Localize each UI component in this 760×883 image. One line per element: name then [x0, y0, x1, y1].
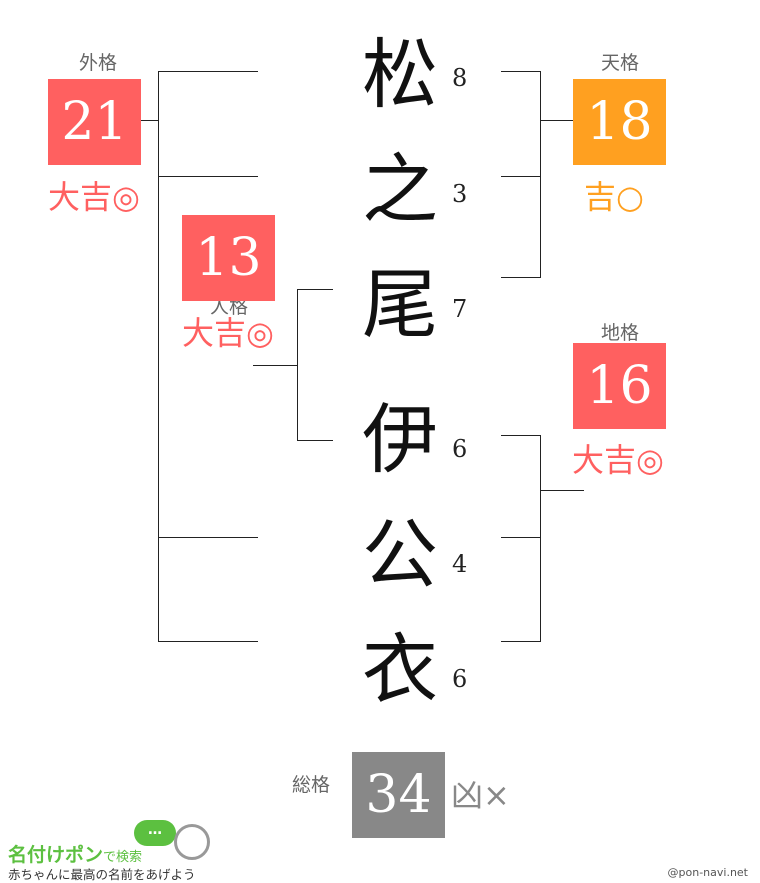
- name-char: 尾: [362, 260, 438, 349]
- jinkaku-label: 人格: [209, 296, 248, 318]
- logo-title: 名付けポンで検索: [8, 840, 142, 867]
- soukaku-fortune: 凶×: [451, 776, 510, 814]
- name-char: 公: [362, 510, 438, 599]
- logo-title-text: 名付けポン: [8, 844, 104, 866]
- gaikaku-fortune: 大吉◎: [48, 178, 140, 216]
- stroke-count: 8: [452, 64, 468, 92]
- logo-tagline: 赤ちゃんに最高の名前をあげよう: [8, 867, 196, 882]
- gaikaku-label: 外格: [78, 52, 117, 74]
- chikaku-value: 16: [573, 343, 666, 429]
- chikaku-label: 地格: [600, 322, 639, 344]
- baby-face-icon: [174, 824, 210, 860]
- chikaku-fortune: 大吉◎: [572, 441, 664, 479]
- tenkaku-value: 18: [573, 79, 666, 165]
- soukaku-value: 34: [352, 752, 445, 838]
- name-char: 衣: [362, 625, 438, 714]
- tenkaku-fortune: 吉○: [584, 178, 644, 216]
- speech-bubble-icon: …: [134, 820, 176, 846]
- stroke-count: 6: [452, 435, 468, 463]
- site-credit: @pon-navi.net: [667, 866, 748, 879]
- tenkaku-label: 天格: [600, 52, 639, 74]
- name-char: 松: [362, 30, 438, 119]
- jinkaku-value: 13: [182, 215, 275, 301]
- gaikaku-value: 21: [48, 79, 141, 165]
- stroke-count: 6: [452, 665, 468, 693]
- jinkaku-fortune: 大吉◎: [182, 314, 274, 352]
- stroke-count: 7: [452, 295, 468, 323]
- nazuke-pon-logo[interactable]: … 名付けポンで検索 赤ちゃんに最高の名前をあげよう: [8, 818, 228, 882]
- name-char: 伊: [362, 395, 438, 484]
- soukaku-label: 総格: [291, 774, 330, 796]
- logo-suffix: で検索: [103, 850, 143, 865]
- stroke-count: 3: [452, 180, 468, 208]
- name-char: 之: [362, 145, 438, 234]
- stroke-count: 4: [452, 550, 468, 578]
